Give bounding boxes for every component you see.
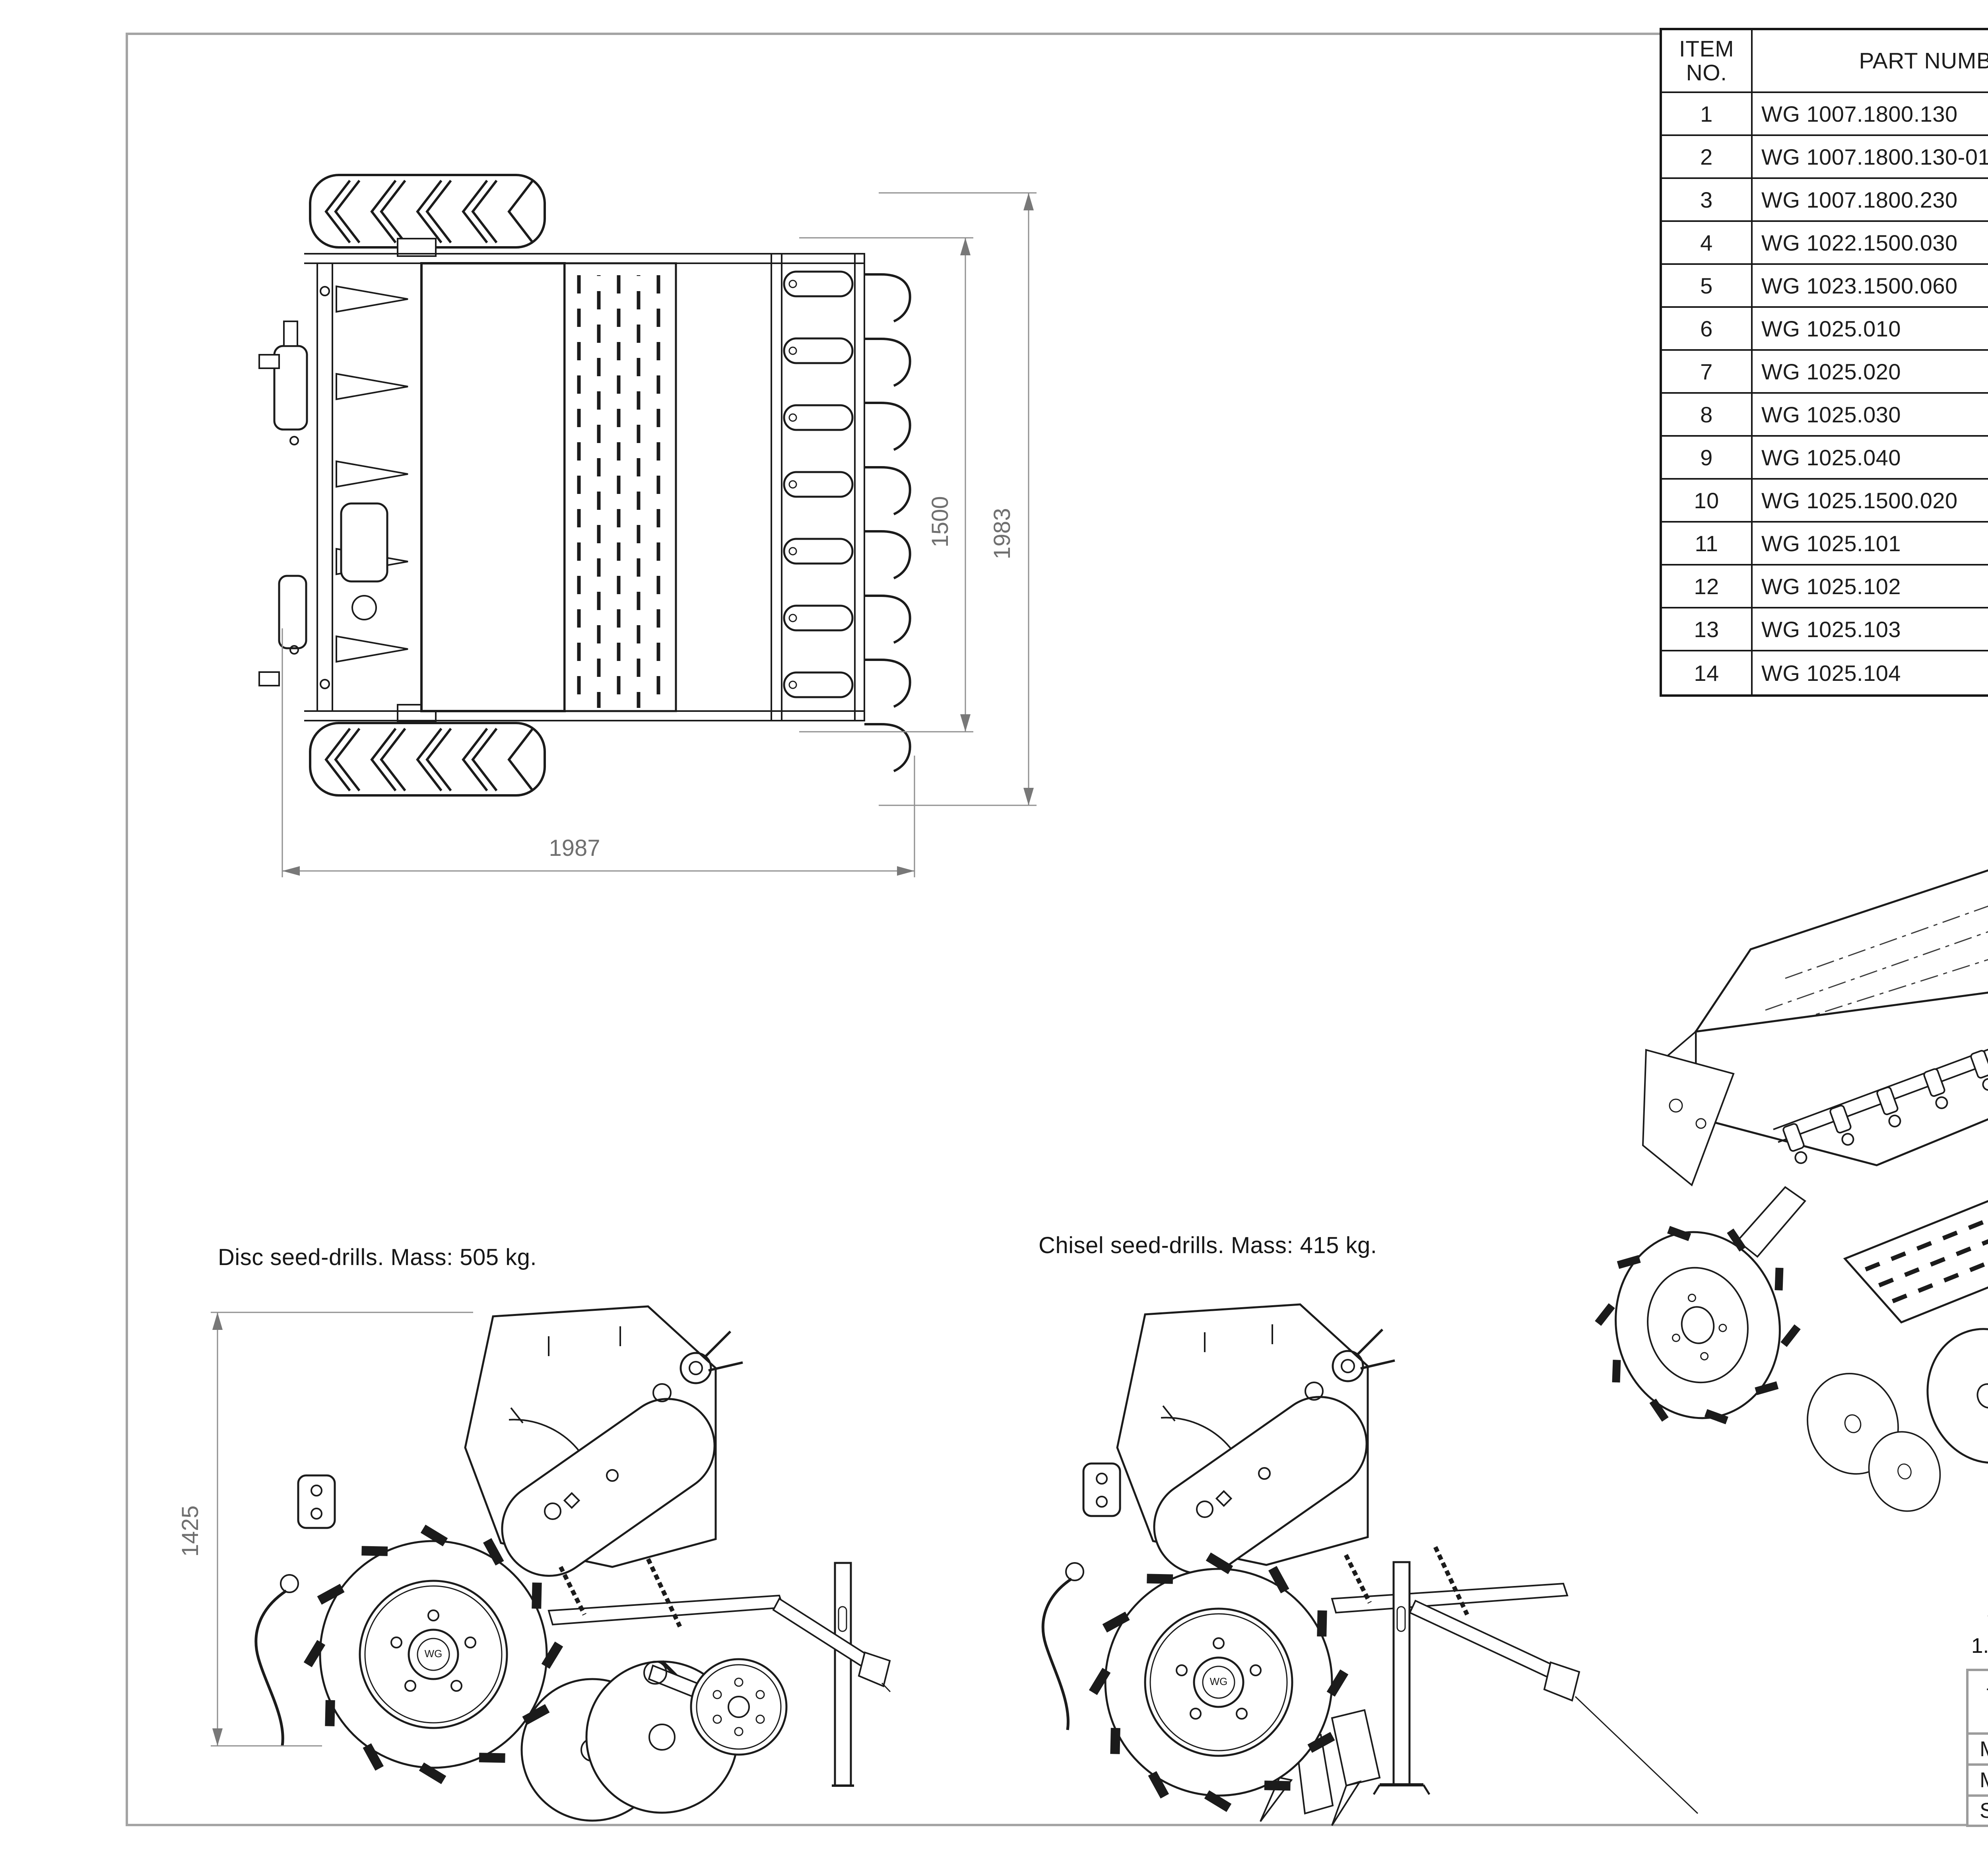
cell-item-no: 11 (1662, 523, 1753, 566)
cell-part-number: WG 1025.102 (1753, 566, 1988, 608)
title-block-left: Work Gadget Mass: 503314.84, g. Material… (1969, 1671, 1988, 1825)
dimension-label-width: 1987 (549, 835, 600, 861)
dimension-label-outer-height: 1983 (989, 508, 1015, 559)
disc-seed-drill-drawing: WG 1425 (177, 1305, 891, 1822)
tolerance-note: 1. Possible dimensional deviations accor… (1971, 1634, 1988, 1658)
cell-part-number: WG 1025.030 (1753, 394, 1988, 437)
sheet-border (126, 33, 1988, 1826)
top-view-drawing: 1987 1500 1983 (258, 174, 1037, 877)
cell-part-number: WG 1025.1500.020 (1753, 480, 1988, 523)
material-field: Material: (1969, 1763, 1988, 1794)
title-block: Work Gadget Mass: 503314.84, g. Material… (1966, 1669, 1988, 1827)
disc-view-dimension-lines (211, 1312, 473, 1747)
cell-item-no: 10 (1662, 480, 1753, 523)
chisel-view-caption: Chisel seed-drills. Mass: 415 kg. (1039, 1232, 1377, 1258)
dimension-arrows (282, 193, 1034, 876)
cell-item-no: 6 (1662, 308, 1753, 351)
cell-item-no: 4 (1662, 222, 1753, 265)
cell-part-number: WG 1007.1800.130-01 (1753, 136, 1988, 179)
cell-part-number: WG 1025.020 (1753, 351, 1988, 394)
top-view-linework (258, 174, 910, 797)
col-header-part-number: PART NUMBER (1753, 30, 1988, 93)
cell-part-number: WG 1025.103 (1753, 608, 1988, 651)
cell-part-number: WG 1007.1800.130 (1753, 93, 1988, 136)
cell-item-no: 14 (1662, 651, 1753, 694)
dimension-label-inner-height: 1500 (927, 496, 953, 547)
cell-part-number: WG 1025.104 (1753, 651, 1988, 694)
disc-view-linework: WG (254, 1305, 891, 1822)
scale-field: Scale: 1:20 (1969, 1794, 1988, 1825)
cell-part-number: WG 1023.1500.060 (1753, 265, 1988, 308)
cell-part-number: WG 1025.040 (1753, 437, 1988, 480)
cell-item-no: 13 (1662, 608, 1753, 651)
cell-item-no: 3 (1662, 179, 1753, 222)
cell-item-no: 12 (1662, 566, 1753, 608)
mass-field: Mass: 503314.84, g. (1969, 1732, 1988, 1763)
chisel-view-linework: WG (1041, 1303, 1699, 1826)
cell-part-number: WG 1025.101 (1753, 523, 1988, 566)
cell-item-no: 8 (1662, 394, 1753, 437)
dimension-arrows (212, 1312, 223, 1746)
cell-item-no: 5 (1662, 265, 1753, 308)
cell-part-number: WG 1025.010 (1753, 308, 1988, 351)
col-header-item-no: ITEM NO. (1662, 30, 1753, 93)
wheel-hub-logo: WG (1210, 1675, 1228, 1687)
chisel-seed-drill-drawing: WG (1041, 1303, 1699, 1826)
parts-table: ITEM NO. PART NUMBER DESCRIPTION QTY. 1 … (1660, 28, 1988, 697)
wheel-hub-logo: WG (425, 1648, 443, 1660)
cell-item-no: 9 (1662, 437, 1753, 480)
company-logo: Work Gadget (1969, 1671, 1988, 1732)
isometric-drawing (1598, 869, 1988, 1694)
top-view-dimension-lines (282, 192, 1037, 877)
cell-part-number: WG 1022.1500.030 (1753, 222, 1988, 265)
cell-item-no: 1 (1662, 93, 1753, 136)
dimension-label-height: 1425 (177, 1505, 203, 1557)
iso-linework (1582, 869, 1988, 1617)
disc-view-caption: Disc seed-drills. Mass: 505 kg. (218, 1244, 537, 1270)
cell-item-no: 2 (1662, 136, 1753, 179)
cell-item-no: 7 (1662, 351, 1753, 394)
cell-part-number: WG 1007.1800.230 (1753, 179, 1988, 222)
